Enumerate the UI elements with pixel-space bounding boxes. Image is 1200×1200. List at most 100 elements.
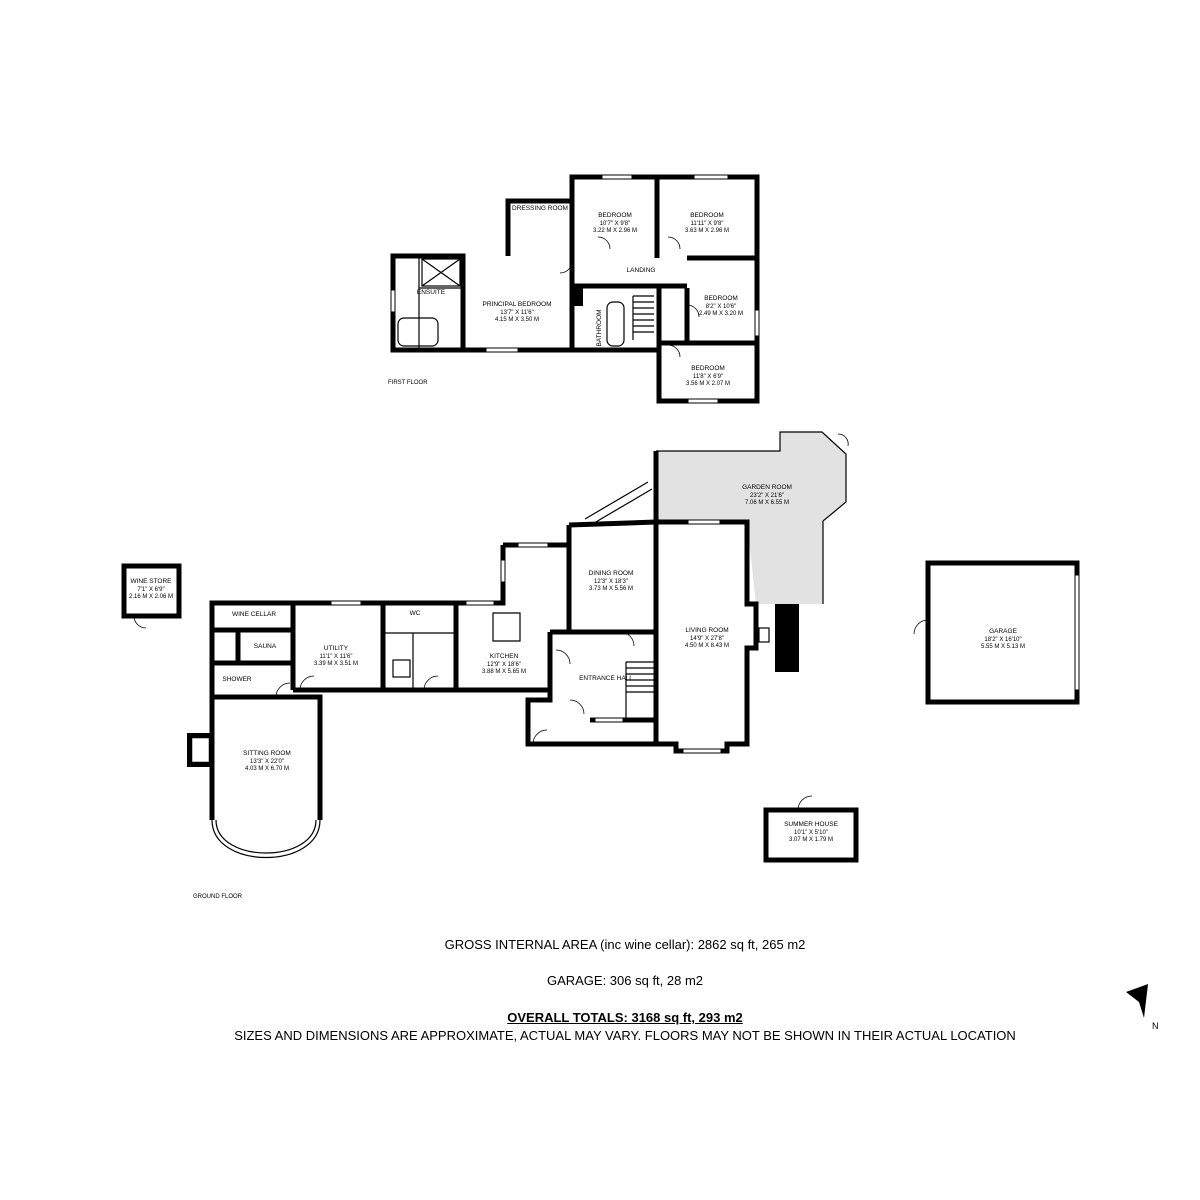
entrance-hall-name: ENTRANCE HALL — [579, 675, 633, 682]
door-swing — [299, 675, 315, 691]
door-swing — [133, 615, 147, 629]
door-swing — [913, 619, 929, 635]
bathroom-name: BATHROOM — [596, 309, 603, 346]
garage-imperial: 18'2" X 16'10" — [984, 637, 1021, 643]
sauna-name: SAUNA — [254, 643, 277, 650]
chimney-breast — [574, 288, 583, 306]
garage-area: GARAGE: 306 sq ft, 28 m2 — [546, 973, 704, 988]
ensuite-partition — [418, 256, 463, 350]
garage-metric: 5.55 M X 5.13 M — [981, 644, 1025, 650]
door-swing — [837, 433, 849, 447]
disclaimer: SIZES AND DIMENSIONS ARE APPROXIMATE, AC… — [234, 1028, 1016, 1043]
kitchen-name: KITCHEN — [490, 653, 519, 660]
kitchen-metric: 3.88 M X 5.65 M — [482, 669, 526, 675]
dining-room-metric: 3.73 M X 5.56 M — [589, 586, 633, 592]
first-floor-outline — [390, 253, 466, 353]
landing-bath — [606, 301, 625, 347]
door-swing — [667, 236, 681, 250]
ground-floor-label: GROUND FLOOR — [193, 894, 243, 900]
ground-floor: GARDEN ROOM 23'2" X 21'6" 7.06 M X 6.55 … — [187, 431, 849, 900]
wc-name: WC — [410, 610, 421, 617]
door-swing — [667, 344, 681, 358]
garage-walls — [925, 560, 1080, 705]
north-arrow-icon — [1126, 984, 1148, 1018]
kitchen-imperial: 12'9" X 18'6" — [487, 662, 521, 668]
door-swing — [686, 304, 700, 318]
door-swing — [597, 236, 611, 250]
summer-house-metric: 3.07 M X 1.79 M — [789, 837, 833, 843]
bath — [397, 317, 439, 347]
garden-room-imperial: 23'2" X 21'6" — [750, 493, 784, 499]
door-swing — [569, 699, 585, 715]
kitchen-island — [492, 612, 521, 642]
principal-bedroom-metric: 4.15 M X 3.50 M — [495, 317, 539, 323]
wine-cellar-name: WINE CELLAR — [232, 611, 276, 618]
bedroom-4-imperial: 11'8" X 6'9" — [693, 374, 723, 380]
door-swing — [619, 631, 635, 647]
door-swing — [559, 260, 573, 274]
garden-room-link — [584, 481, 653, 527]
dining-room-imperial: 12'3" X 18'3" — [594, 579, 628, 585]
sitting-room-imperial: 13'3" X 22'0" — [250, 759, 284, 765]
landing-name: LANDING — [627, 267, 656, 274]
door-swing — [423, 675, 439, 691]
garden-doors — [687, 519, 721, 525]
garage-door — [1074, 574, 1080, 691]
first-floor: BEDROOM 10'7" X 9'8" 3.22 M X 2.96 M BED… — [388, 174, 760, 404]
window — [330, 600, 362, 606]
bedroom-4-name: BEDROOM — [691, 365, 725, 372]
dining-room-name: DINING ROOM — [589, 570, 634, 577]
sitting-room-metric: 4.03 M X 6.70 M — [245, 766, 289, 772]
utility-name: UTILITY — [324, 645, 349, 652]
shower-tray — [421, 258, 461, 287]
bedroom-3-imperial: 8'2" X 10'6" — [706, 304, 737, 310]
wine-store: WINE STORE 7'1" X 6'9" 2.16 M X 2.06 M — [121, 563, 182, 629]
bedroom-1-metric: 3.22 M X 2.96 M — [593, 228, 637, 234]
wine-store-metric: 2.16 M X 2.06 M — [129, 594, 173, 600]
door-swing — [797, 795, 813, 811]
garden-room-name: GARDEN ROOM — [742, 484, 792, 491]
window — [390, 289, 396, 313]
window — [687, 398, 719, 404]
window — [754, 309, 760, 337]
wine-store-imperial: 7'1" X 6'9" — [137, 587, 164, 593]
summer-house-imperial: 10'1" X 5'10" — [794, 830, 828, 836]
bedroom-1-name: BEDROOM — [598, 212, 632, 219]
garden-room-fill — [656, 432, 846, 604]
fireplace — [775, 604, 799, 672]
utility-walls — [290, 600, 456, 693]
garage-name: GARAGE — [989, 628, 1017, 635]
dressing-room-name: DRESSING ROOM — [512, 205, 568, 212]
garden-room-glazing — [656, 431, 847, 604]
garden-room-metric: 7.06 M X 6.55 M — [745, 500, 789, 506]
bedroom-4-walls — [656, 340, 760, 404]
garage: GARAGE 18'2" X 16'10" 5.55 M X 5.13 M — [913, 560, 1080, 705]
utility-metric: 3.39 M X 3.51 M — [314, 661, 358, 667]
sitting-room-bay — [211, 819, 321, 858]
bedroom-2-name: BEDROOM — [690, 212, 724, 219]
first-floor-label: FIRST FLOOR — [388, 380, 428, 386]
bedroom-4-metric: 3.56 M X 2.07 M — [686, 381, 730, 387]
wine-store-name: WINE STORE — [130, 578, 172, 585]
window — [485, 347, 519, 353]
window — [594, 717, 624, 723]
sitting-hearth — [191, 737, 210, 763]
door-swing — [275, 682, 291, 698]
summer-house-walls — [763, 807, 859, 863]
bedroom-2-metric: 3.63 M X 2.96 M — [685, 228, 729, 234]
stairs-ground-floor — [625, 661, 654, 720]
sauna-walls — [235, 627, 296, 666]
wine-store-walls — [121, 563, 182, 619]
window — [500, 559, 506, 583]
sitting-room-name: SITTING ROOM — [243, 750, 291, 757]
sitting-room-bay-outer — [215, 819, 317, 854]
overall-totals: OVERALL TOTALS: 3168 sq ft, 293 m2 — [507, 1010, 743, 1025]
window — [693, 174, 729, 180]
door-swing — [555, 649, 571, 665]
bedroom-3-name: BEDROOM — [704, 295, 738, 302]
principal-bedroom-name: PRINCIPAL BEDROOM — [483, 301, 552, 308]
living-room-metric: 4.50 M X 8.43 M — [685, 643, 729, 649]
washer — [392, 659, 411, 678]
shower-name: SHOWER — [222, 676, 252, 683]
